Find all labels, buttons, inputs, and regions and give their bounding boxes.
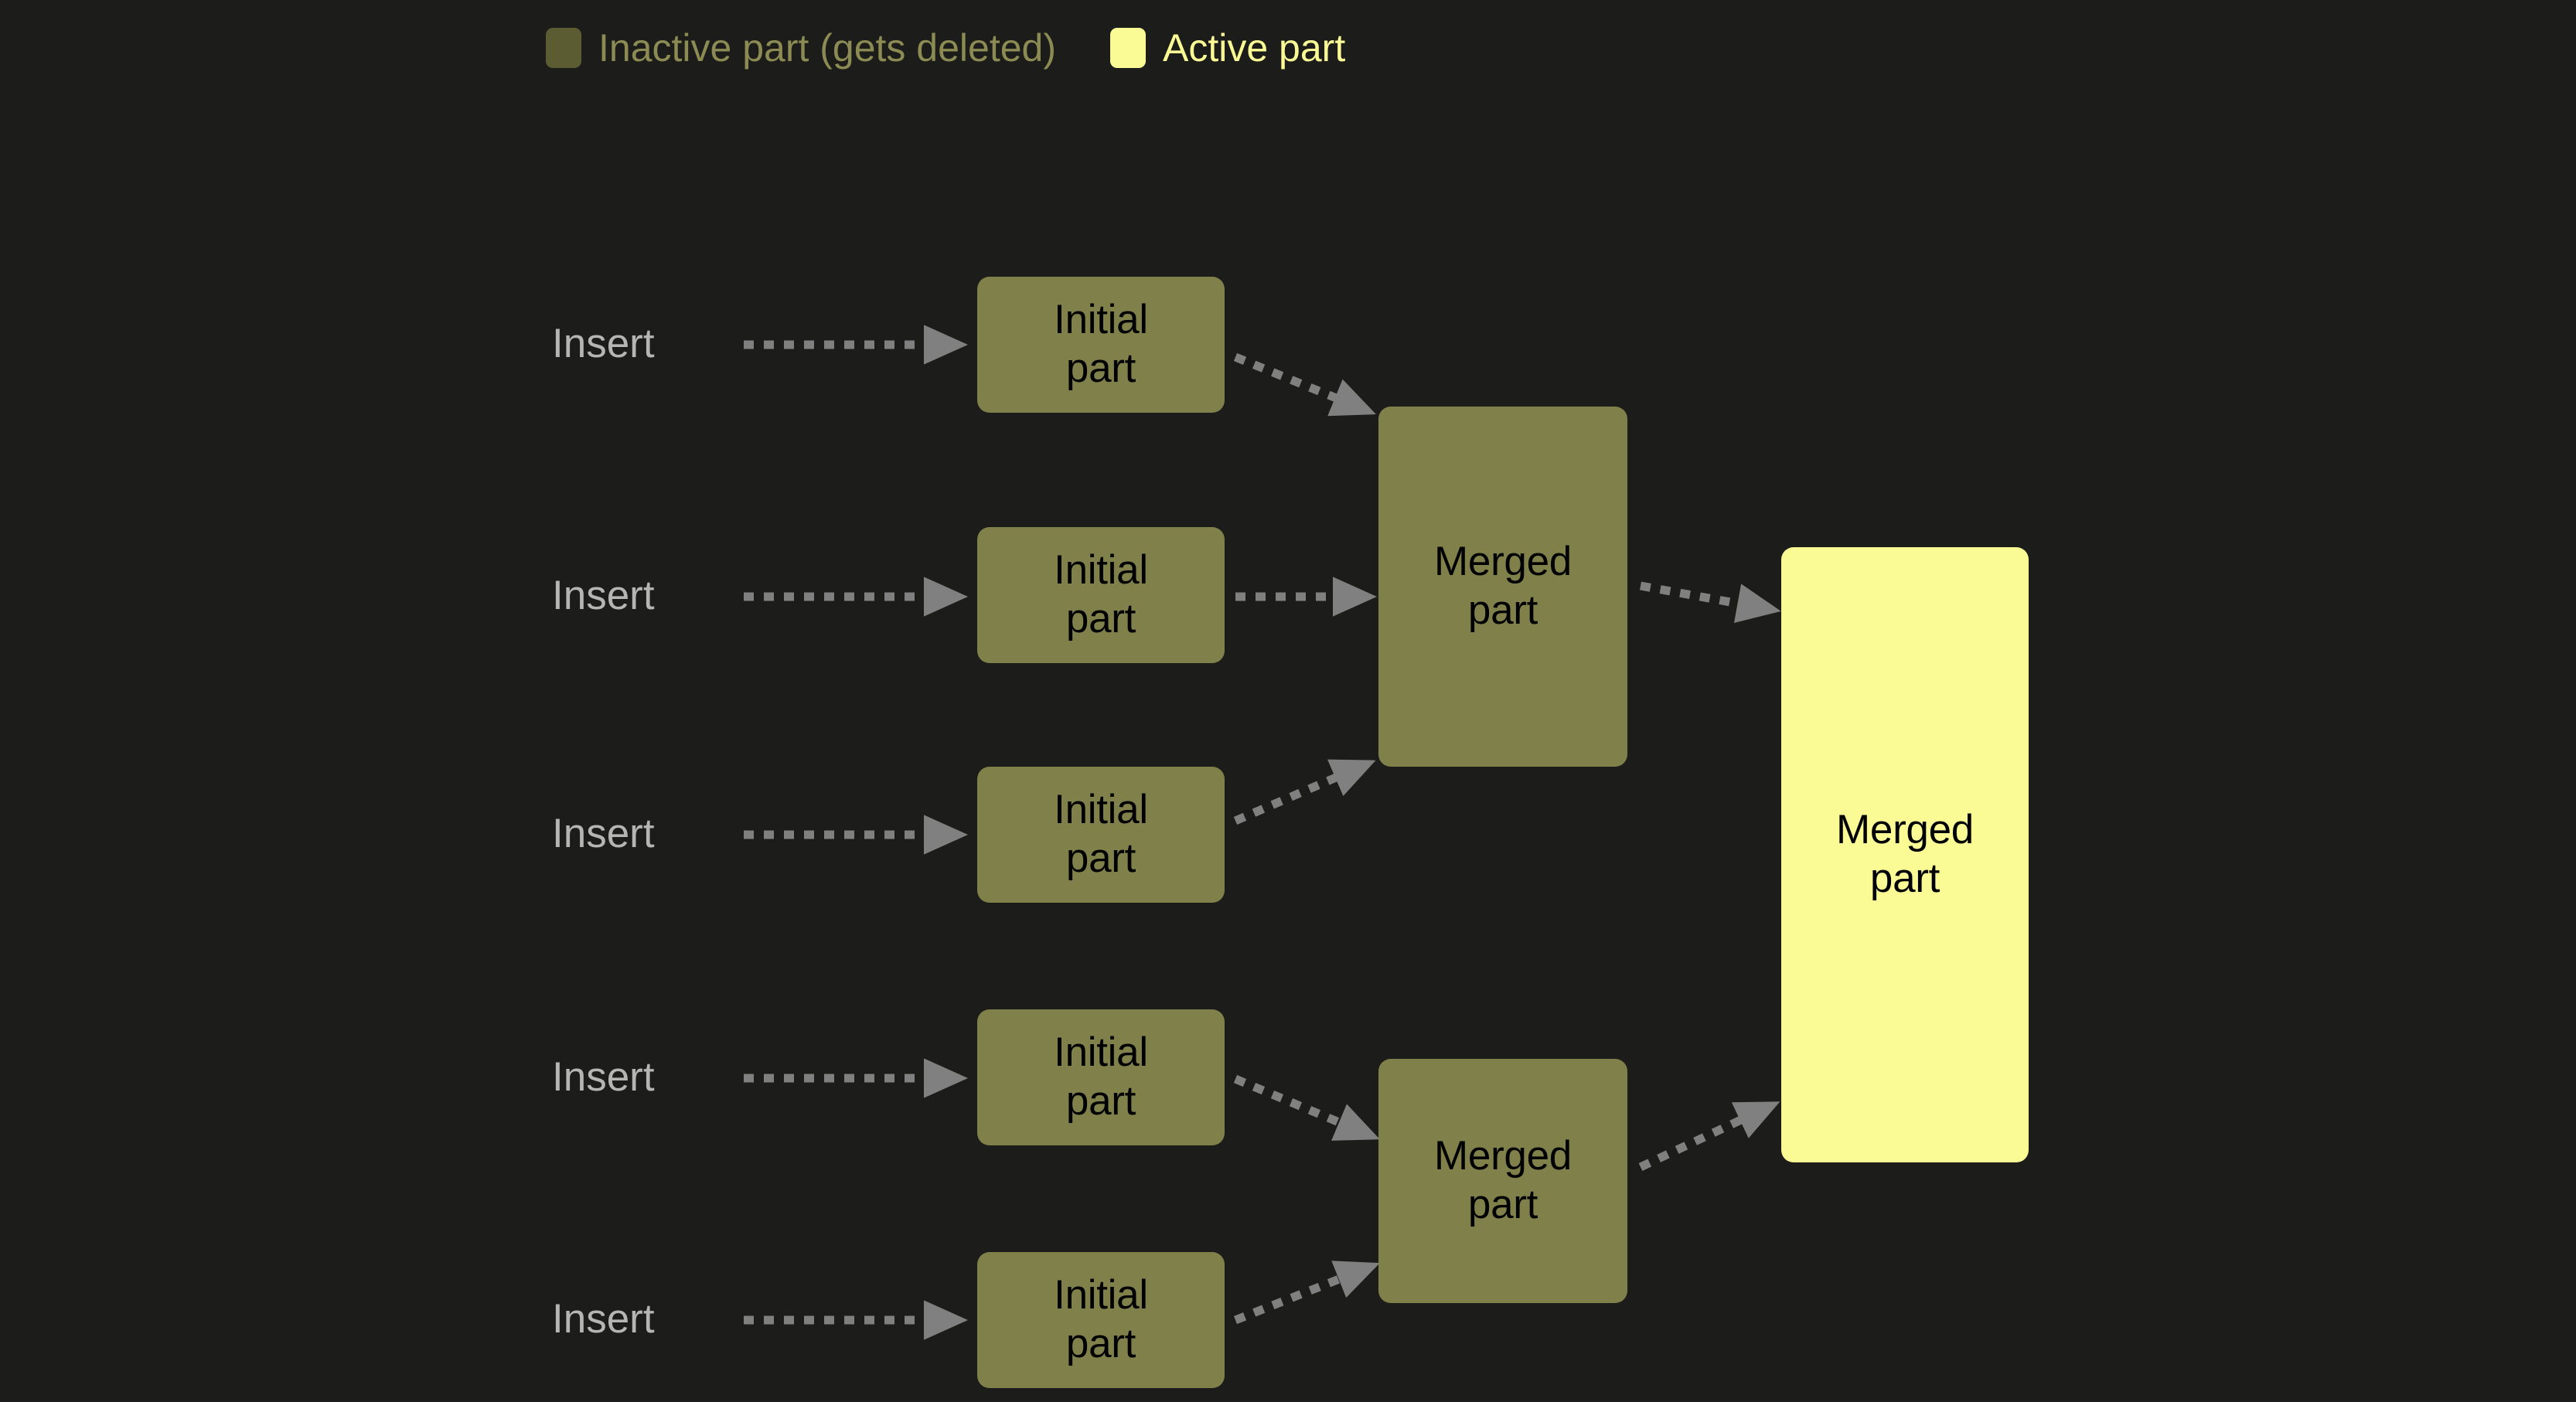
insert-label-5: Insert [552, 1296, 655, 1342]
active-part-swatch-icon [1110, 28, 1146, 68]
arrow-merged2-to-final [1638, 1101, 1780, 1171]
arrow-initial3-to-merged1 [1233, 759, 1376, 825]
legend: Inactive part (gets deleted) Active part [546, 26, 1345, 70]
arrow-initial5-to-merged2 [1233, 1261, 1380, 1325]
arrow-initial1-to-merged1 [1233, 352, 1376, 417]
insert-label-1: Insert [552, 321, 655, 366]
insert-label-3: Insert [552, 811, 655, 856]
arrow-initial4-to-merged2 [1233, 1074, 1380, 1141]
legend-item-active: Active part [1110, 26, 1345, 70]
arrow-merged1-to-final [1640, 581, 1781, 624]
insert-label-4: Insert [552, 1054, 655, 1100]
legend-item-inactive: Inactive part (gets deleted) [546, 26, 1056, 70]
legend-label-active: Active part [1163, 26, 1346, 70]
legend-label-inactive: Inactive part (gets deleted) [598, 26, 1056, 70]
insert-label-2: Insert [552, 573, 655, 618]
inactive-part-swatch-icon [546, 28, 581, 68]
